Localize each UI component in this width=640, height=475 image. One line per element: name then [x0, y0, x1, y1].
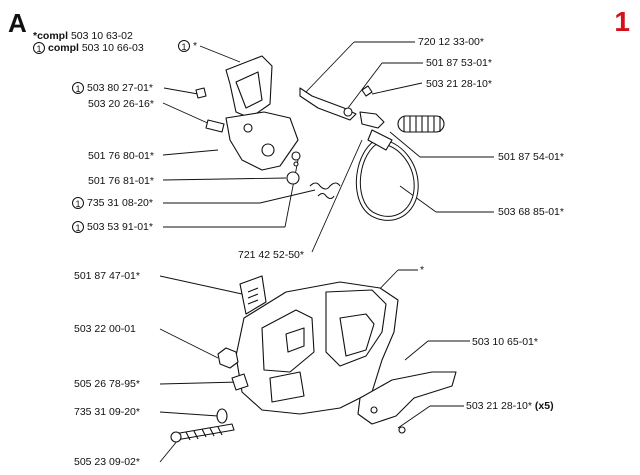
cover-slot — [285, 327, 305, 353]
page-number: 1 — [614, 6, 630, 37]
callout-503202616: 503 20 26-16* — [88, 98, 154, 110]
leader-line — [159, 275, 243, 295]
leader-line — [311, 139, 363, 253]
part-number: 503 80 27-01* — [87, 82, 153, 94]
header-compl-prefix: *compl — [33, 30, 69, 42]
circle-marker: 1 — [72, 82, 84, 95]
header-complete-assembly-1: *compl 503 10 63-02 — [33, 30, 133, 42]
leader-line — [397, 405, 431, 429]
callout-503212810-x5: 503 21 28-10* (x5) — [466, 400, 554, 412]
callout-503220001: 503 22 00-01 — [74, 323, 136, 335]
spacer-505267895 — [231, 373, 249, 391]
screw-503212810 — [361, 85, 373, 97]
leader-line — [399, 185, 437, 213]
screw-503802701 — [195, 87, 207, 99]
callout-503106501: 503 10 65-01* — [472, 336, 538, 348]
leader-line — [199, 45, 241, 63]
leader-line — [159, 439, 179, 463]
leader-line — [305, 41, 355, 93]
leader-line — [284, 159, 299, 228]
plate-501874701 — [239, 275, 267, 315]
header-compl-number-2: 503 10 66-03 — [81, 42, 144, 54]
callout-503212810: 503 21 28-10* — [426, 78, 492, 90]
spring-735310820 — [309, 182, 341, 190]
spring-coils — [403, 116, 441, 132]
leader-line — [163, 87, 199, 95]
leader-line — [389, 131, 421, 158]
circle-marker: 1 — [72, 197, 84, 210]
plate-hole — [370, 406, 378, 414]
leader-line — [159, 411, 219, 417]
callout-star: * — [420, 264, 425, 276]
cover-window — [339, 313, 375, 357]
header-compl-prefix-2: compl — [48, 42, 79, 54]
leader-line — [404, 340, 429, 361]
screw-503212810-x5 — [398, 426, 406, 434]
sleeve — [291, 151, 301, 161]
leader-line — [347, 62, 383, 109]
callout-505267895: 505 26 78-95* — [74, 378, 140, 390]
bushing-503202616 — [205, 119, 225, 133]
band-end — [367, 129, 393, 151]
leader-line — [259, 189, 316, 204]
part-number: 735 31 08-20* — [87, 197, 153, 209]
header-circle-marker: 1 — [33, 42, 45, 55]
spring-coil — [317, 192, 335, 200]
leader-line — [159, 381, 241, 385]
washer-501768101 — [286, 171, 300, 185]
leader-line — [162, 177, 287, 181]
callout-503688501: 503 68 85-01* — [498, 206, 564, 218]
leader-line — [162, 102, 213, 126]
part-number: 503 21 28-10* — [466, 400, 532, 412]
spring-501875401 — [397, 115, 445, 133]
brake-lever-body — [225, 111, 299, 171]
header-compl-number: 503 10 63-02 — [70, 30, 133, 42]
leader-line — [371, 82, 423, 95]
callout-501768101: 501 76 81-01* — [88, 175, 154, 187]
callout-501875301: 501 87 53-01* — [426, 57, 492, 69]
link-pin — [343, 107, 353, 117]
callout-501874701: 501 87 47-01* — [74, 270, 140, 282]
callout-735310920: 735 31 09-20* — [74, 406, 140, 418]
leader-line — [159, 328, 219, 359]
brake-link — [299, 87, 357, 121]
ring-735310920 — [216, 408, 228, 424]
plate-ribs — [247, 287, 259, 305]
plate-503106501 — [357, 371, 457, 425]
catch-501875301 — [359, 111, 385, 129]
quantity: (x5) — [534, 400, 554, 412]
nut-503220001 — [217, 347, 239, 369]
callout-721425250: 721 42 52-50* — [238, 249, 304, 261]
lever-hole — [243, 123, 253, 133]
callout-501768001: 501 76 80-01* — [88, 150, 154, 162]
section-letter: A — [8, 8, 27, 38]
callout-suffix: * — [193, 40, 198, 52]
thread — [185, 426, 223, 441]
circle-marker: 1 — [178, 40, 190, 53]
callout-1-star: 1* — [178, 40, 198, 53]
circle-marker: 1 — [72, 221, 84, 234]
cover-bottom-plate — [269, 371, 305, 403]
part-number: 503 53 91-01* — [87, 221, 153, 233]
leader-line — [162, 149, 219, 156]
brake-handle-window — [235, 71, 263, 109]
screw-head — [170, 431, 182, 443]
callout-501875401: 501 87 54-01* — [498, 151, 564, 163]
pivot-hole — [261, 143, 275, 157]
callout-720123300: 720 12 33-00* — [418, 36, 484, 48]
callout-505230902: 505 23 09-02* — [74, 456, 140, 468]
